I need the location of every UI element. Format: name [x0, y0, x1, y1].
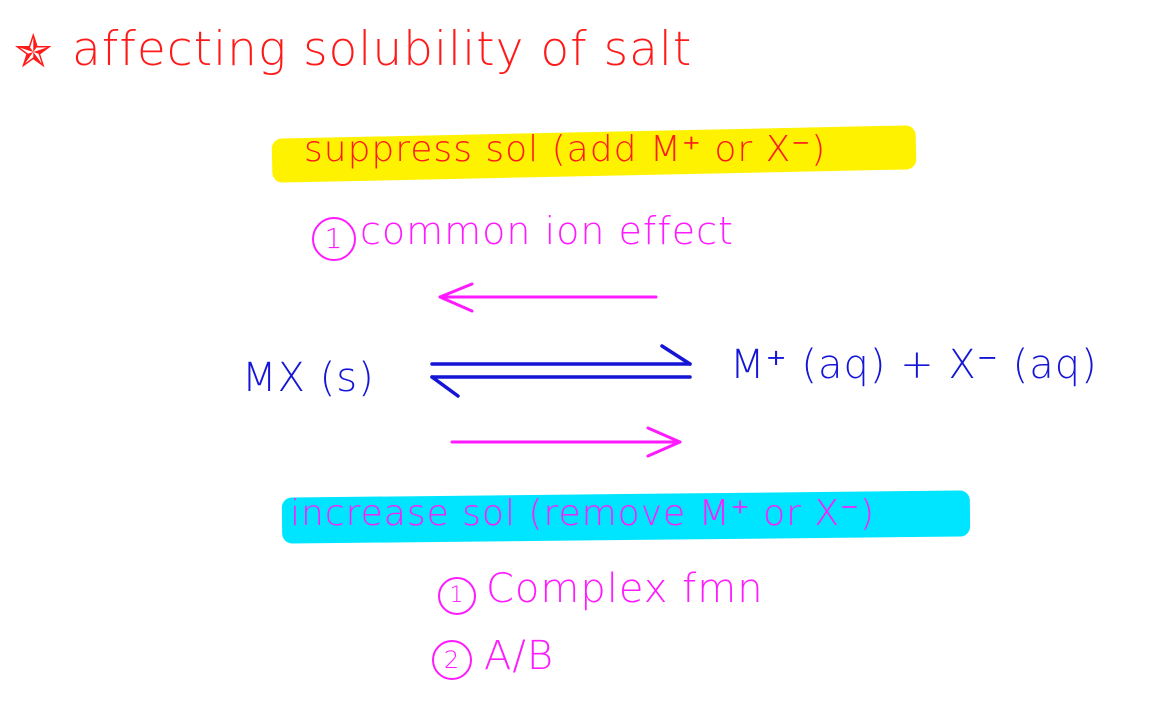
increase-label: increase sol (remove M⁺ or X⁻) [290, 493, 876, 534]
suppress-item-number: 1 [312, 217, 356, 261]
increase-item-2-number: 2 [432, 640, 472, 680]
increase-item-2-text: A/B [484, 633, 555, 679]
right-arrow-icon [450, 426, 682, 458]
equilibrium-arrows-icon [430, 344, 692, 398]
heading-title: affecting solubility of salt [72, 22, 693, 77]
increase-item-1-number: 1 [438, 577, 476, 615]
suppress-item-text: common ion effect [360, 209, 734, 253]
increase-item-1-text: Complex fmn [486, 566, 764, 612]
equation-reactant: MX (s) [242, 355, 375, 401]
left-arrow-icon [438, 282, 658, 313]
star-icon: ✯ [14, 24, 54, 78]
equation-products: M⁺ (aq) + X⁻ (aq) [730, 342, 1098, 388]
suppress-label: suppress sol (add M⁺ or X⁻) [304, 129, 827, 170]
